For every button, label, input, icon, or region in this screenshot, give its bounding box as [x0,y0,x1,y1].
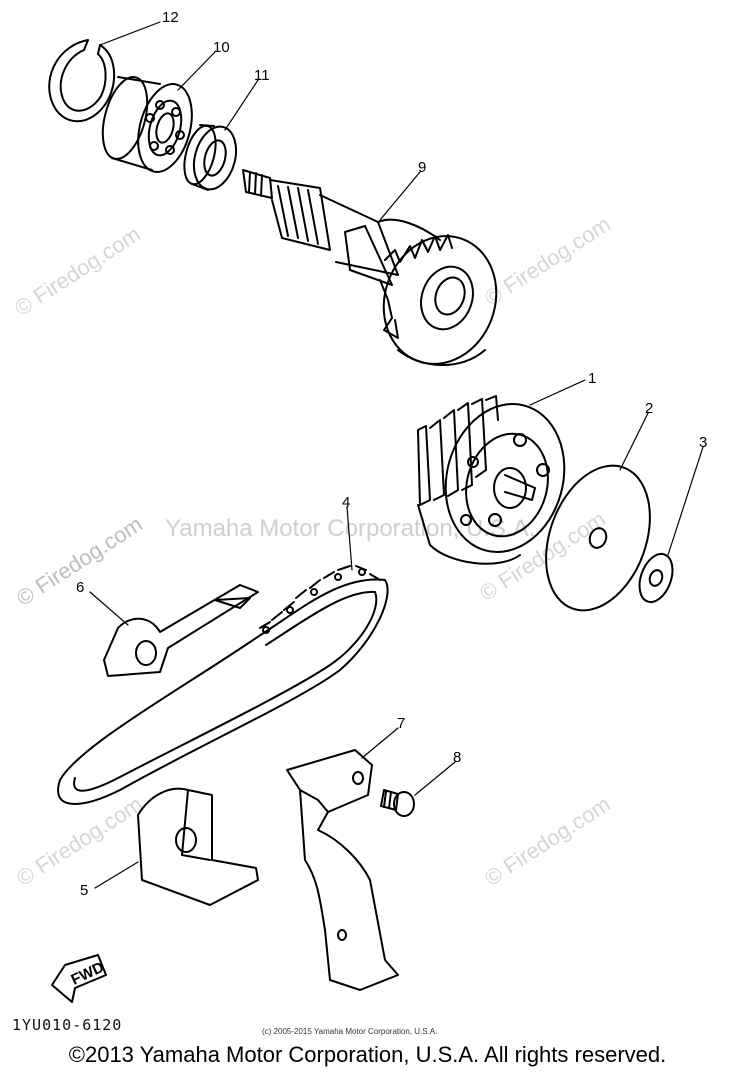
gear-part-1 [417,395,566,565]
callout-6: 6 [76,579,84,596]
diagram-code: 1YU010-6120 [12,1016,123,1034]
callout-2: 2 [645,400,653,417]
bearing-part-10 [101,76,193,173]
chain-guide-part-5 [137,787,259,906]
callout-11: 11 [254,67,270,84]
callout-labels: 12 10 11 9 1 2 3 4 6 7 8 5 [76,9,707,899]
callout-9: 9 [418,159,426,176]
callout-3: 3 [699,434,707,451]
callout-7: 7 [397,715,405,732]
washer-part-3 [638,552,674,604]
callout-10: 10 [213,39,230,56]
callout-12: 12 [162,9,179,26]
fwd-arrow-icon [51,954,107,1003]
oil-seal-part-11 [183,124,238,191]
callout-8: 8 [453,749,461,766]
callout-4: 4 [342,494,350,511]
callout-leaders [89,21,704,889]
bolt-part-8 [380,789,415,817]
footer-copyright: ©2013 Yamaha Motor Corporation, U.S.A. A… [68,1042,667,1067]
plate-part-2 [545,464,651,612]
callout-1: 1 [588,370,596,387]
circlip-part-12 [48,39,116,123]
chain-part-4 [57,565,389,805]
small-copyright: (c) 2005-2015 Yamaha Motor Corporation, … [262,1027,438,1036]
chain-guide-part-6 [103,584,259,677]
callout-5: 5 [80,882,88,899]
bracket-part-7 [286,749,399,991]
shaft-gear-part-9 [242,169,498,367]
